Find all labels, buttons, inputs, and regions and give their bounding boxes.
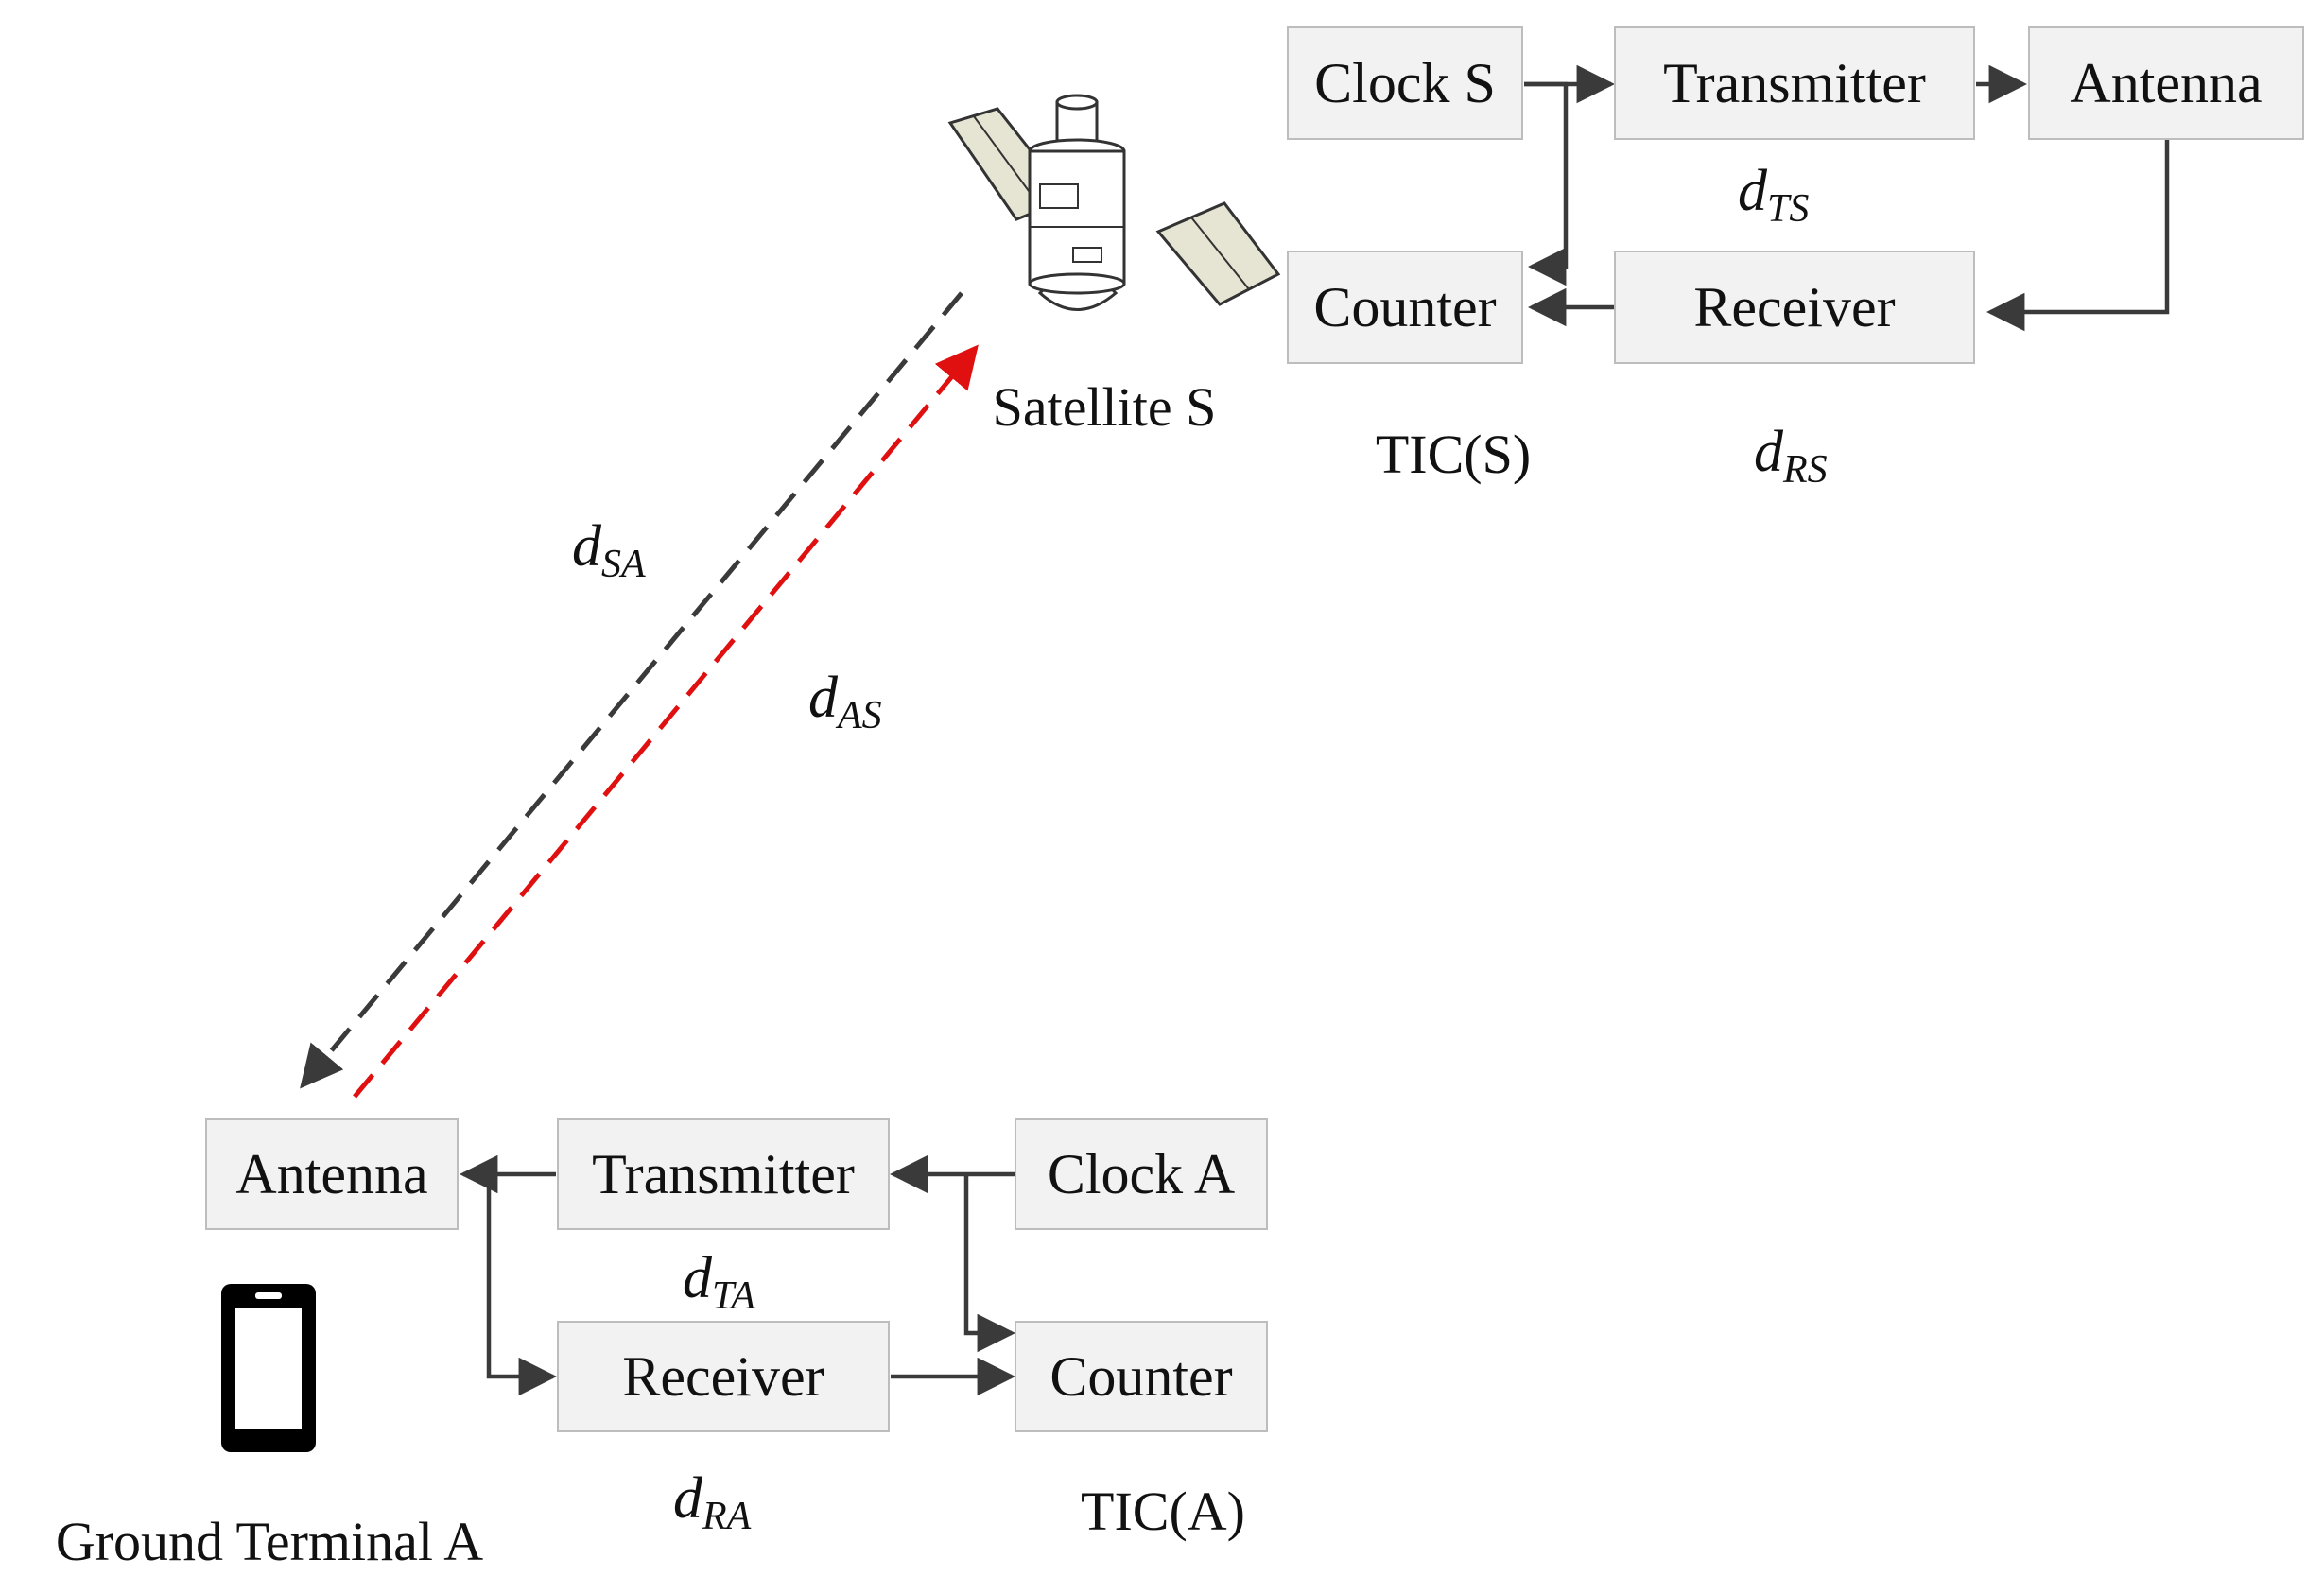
satellite-label: Satellite S (993, 376, 1217, 438)
ground-clock-label: Clock A (1048, 1143, 1235, 1205)
satellite-antenna-box: Antenna (2028, 26, 2304, 140)
ground-terminal-label: Ground Terminal A (56, 1511, 483, 1572)
ground-counter-label: Counter (1049, 1345, 1232, 1408)
ground-clock-box: Clock A (1015, 1118, 1268, 1230)
ground-transmit-delay-label: dTA (683, 1246, 755, 1318)
satellite-transmitter-label: Transmitter (1663, 52, 1926, 114)
ground-antenna-box: Antenna (205, 1118, 459, 1230)
ground-connectors (459, 1154, 1016, 1396)
satellite-clock-label: Clock S (1314, 52, 1496, 114)
satellite-tic-label: TIC(S) (1376, 424, 1531, 485)
uplink-dashed-arrow (353, 344, 979, 1099)
antenna-to-receiver-arrow (486, 1174, 558, 1396)
downlink-delay-label: dSA (572, 514, 646, 586)
satellite-clock-box: Clock S (1287, 26, 1523, 140)
satellite-transmit-delay-label: dTS (1738, 159, 1809, 231)
ground-tic-label: TIC(A) (1081, 1481, 1245, 1542)
uplink-delay-label: dAS (808, 666, 882, 737)
clock-to-counter-arrow (1524, 81, 1569, 286)
satellite-counter-box: Counter (1287, 251, 1523, 364)
satellite-antenna-label: Antenna (2070, 52, 2262, 114)
ground-antenna-label: Antenna (235, 1143, 427, 1205)
ground-transmitter-label: Transmitter (592, 1143, 855, 1205)
ground-transmitter-box: Transmitter (557, 1118, 890, 1230)
satellite-counter-label: Counter (1313, 276, 1496, 338)
ground-receive-delay-label: dRA (673, 1466, 752, 1538)
satellite-receiver-label: Receiver (1693, 276, 1895, 338)
satellite-receive-delay-label: dRS (1754, 420, 1828, 492)
ground-receiver-label: Receiver (622, 1345, 824, 1408)
satellite-connectors (1524, 64, 2170, 332)
satellite-icon (947, 94, 1281, 311)
ground-receiver-box: Receiver (557, 1321, 890, 1432)
clock-to-counter-arrow (963, 1174, 1016, 1353)
phone-icon (221, 1284, 316, 1452)
antenna-to-receiver-arrow (1986, 139, 2170, 332)
downlink-dashed-arrow (300, 291, 963, 1089)
ground-counter-box: Counter (1015, 1321, 1268, 1432)
satellite-transmitter-box: Transmitter (1614, 26, 1975, 140)
satellite-receiver-box: Receiver (1614, 251, 1975, 364)
